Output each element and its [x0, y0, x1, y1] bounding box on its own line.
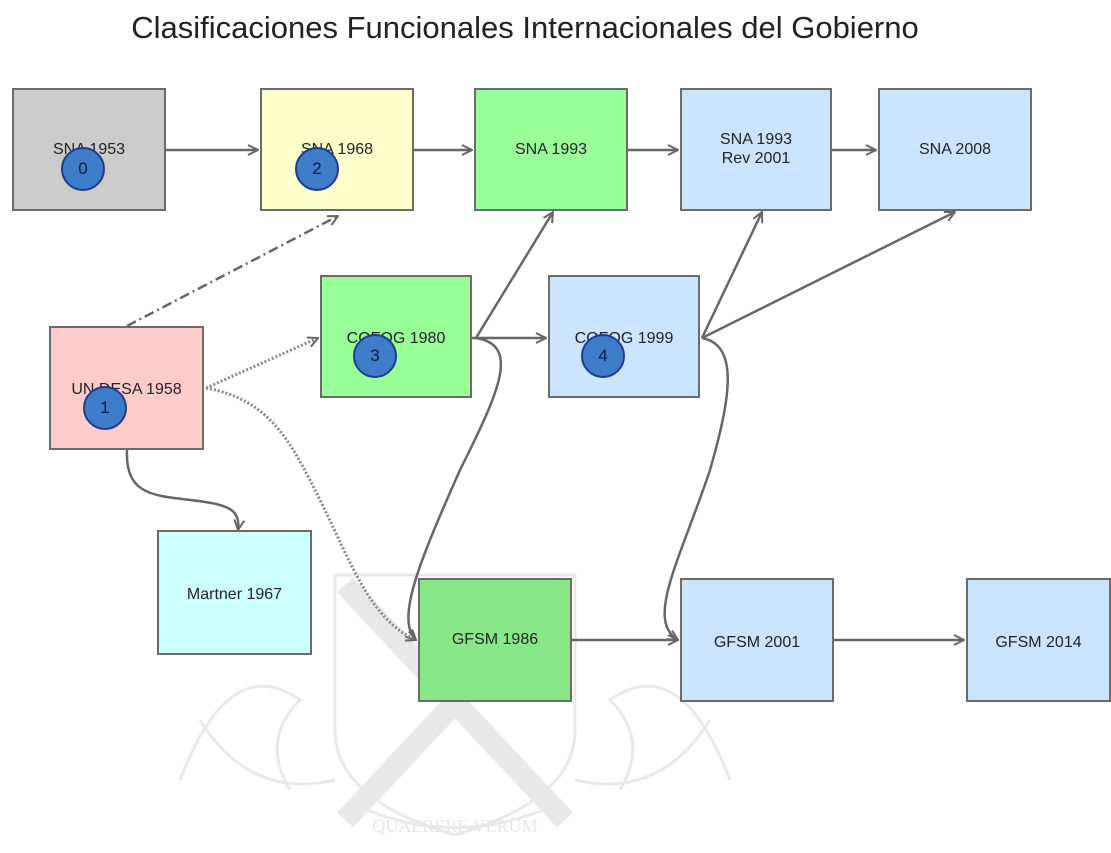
node-sna2008: SNA 2008: [878, 88, 1032, 211]
watermark-motto: QUAERERE VERUM: [372, 816, 537, 836]
node-label: COFOG 1999: [574, 330, 674, 347]
edge-cofog1999-sna1993r: [700, 212, 762, 339]
step-number-badge: 1: [83, 386, 127, 430]
node-label: SNA 1993 Rev 2001: [719, 131, 793, 167]
node-label: GFSM 2014: [995, 634, 1082, 651]
node-gfsm2001: GFSM 2001: [680, 578, 834, 702]
edge-undesa1958-sna1968: [126, 214, 338, 328]
step-number-badge: 3: [353, 334, 397, 378]
node-label: Martner 1967: [186, 586, 283, 603]
diagram-title: Clasificaciones Funcionales Internaciona…: [131, 10, 919, 45]
edge-undesa1958-cofog1980: [205, 338, 318, 390]
node-label: COFOG 1980: [346, 330, 446, 347]
node-label: GFSM 2001: [713, 634, 801, 651]
edge-undesa1958-gfsm1986: [205, 386, 416, 640]
step-number-badge: 2: [295, 147, 339, 191]
edge-undesa1958-martner1967: [125, 449, 238, 530]
node-gfsm1986: GFSM 1986: [418, 578, 572, 702]
edge-cofog1999-gfsm2001: [663, 336, 729, 640]
edge-cofog1980-sna1993: [474, 212, 553, 339]
node-martner1967: Martner 1967: [157, 530, 312, 655]
node-label: UN DESA 1958: [71, 381, 182, 398]
edge-cofog1980-gfsm1986: [408, 336, 503, 640]
node-label: SNA 1968: [300, 141, 374, 158]
step-number-badge: 0: [61, 147, 105, 191]
node-sna1993: SNA 1993: [474, 88, 628, 211]
node-gfsm2014: GFSM 2014: [966, 578, 1111, 702]
step-number-badge: 4: [581, 334, 625, 378]
edge-cofog1999-sna2008: [701, 210, 955, 340]
node-label: SNA 1993: [514, 141, 588, 158]
node-sna1993r: SNA 1993 Rev 2001: [680, 88, 832, 211]
node-label: SNA 2008: [918, 141, 992, 158]
node-label: GFSM 1986: [451, 631, 539, 648]
